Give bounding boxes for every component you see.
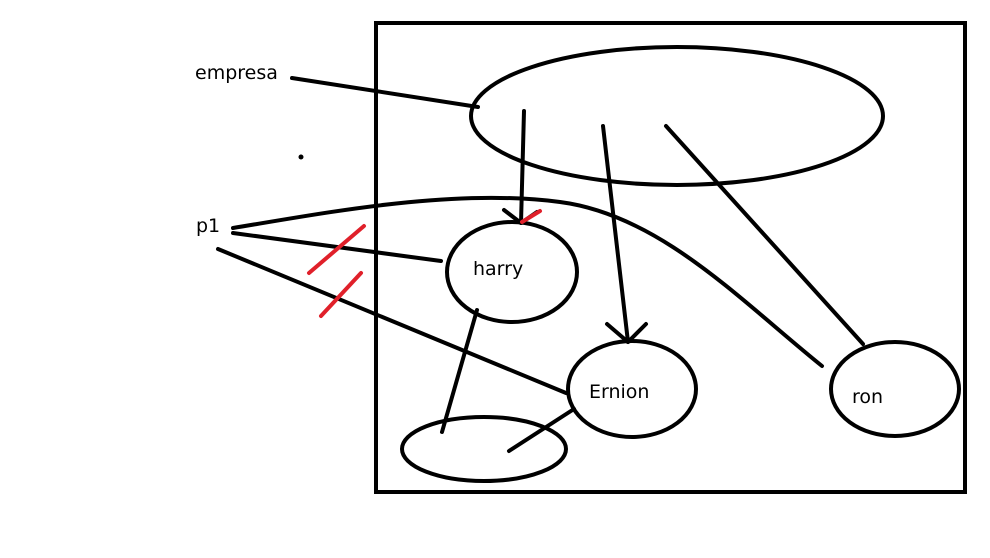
empresa-harry-arrow [519, 109, 526, 225]
empresa-ernion-arrowhead [605, 322, 648, 344]
empresa-ellipse [469, 45, 885, 187]
harry-node [445, 220, 579, 324]
strike-mark-upper [307, 224, 366, 275]
stray-dot [298, 154, 304, 160]
label-ernion: Ernion [589, 381, 649, 403]
strike-mark-lower [319, 271, 363, 318]
label-p1: p1 [196, 215, 220, 237]
ernion-node [566, 339, 698, 439]
ron-node [829, 340, 961, 438]
unnamed-node [400, 415, 568, 483]
strike-mark-harry-arrow [520, 209, 542, 224]
p1-ron-curve [231, 195, 824, 368]
label-harry: harry [473, 258, 523, 280]
harry-unnamed-line [440, 308, 479, 434]
label-empresa: empresa [195, 62, 278, 84]
empresa-connector [290, 76, 480, 109]
empresa-ron-line [664, 124, 865, 346]
ernion-unnamed-line [507, 407, 576, 453]
empresa-ernion-arrow [601, 124, 630, 344]
container-box [374, 21, 967, 494]
p1-ernion-line [216, 247, 568, 395]
label-ron: ron [852, 386, 883, 408]
